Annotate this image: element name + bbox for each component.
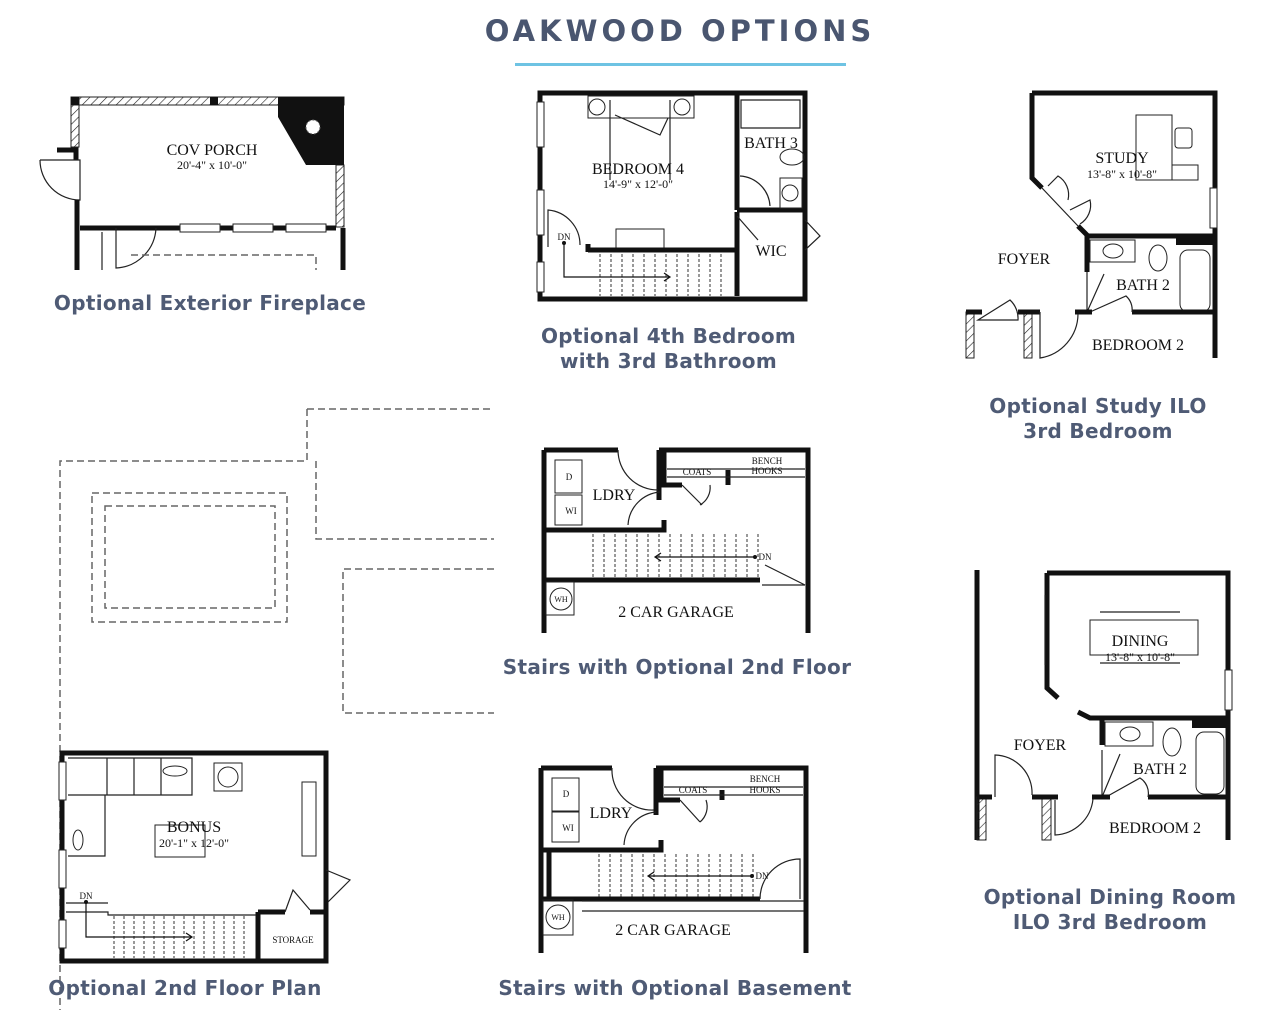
room-size-bedroom-4: 14'-9" x 12'-0" <box>603 177 673 191</box>
caption-line-2: 3rd Bedroom <box>1023 419 1173 443</box>
plan-dining: DINING 13'-8" x 10'-8" BATH 2 FOYER BEDR… <box>974 570 1233 841</box>
stair-down-label: DN <box>759 552 772 562</box>
room-label-bath-2: BATH 2 <box>1116 277 1170 294</box>
room-label-cov-porch: COV PORCH <box>167 142 258 159</box>
room-label-foyer: FOYER <box>1014 737 1067 754</box>
plan-study: STUDY 13'-8" x 10'-8" BATH 2 FOYER BEDRO… <box>965 90 1218 359</box>
room-label-bath-2: BATH 2 <box>1133 761 1187 778</box>
label-coats: COATS <box>679 785 708 795</box>
label-hooks: HOOKS <box>749 785 780 795</box>
caption-line-2: with 3rd Bathroom <box>560 349 777 373</box>
room-label-dining: DINING <box>1112 633 1169 650</box>
room-label-foyer: FOYER <box>998 251 1051 268</box>
label-dryer: D <box>563 789 570 799</box>
plan-stairs-2nd-floor: COATS BENCH HOOKS D WI LDRY DN WH 2 CAR … <box>541 447 811 633</box>
room-size-dining: 13'-8" x 10'-8" <box>1105 650 1175 664</box>
room-label-wic: WIC <box>755 243 786 260</box>
room-size-study: 13'-8" x 10'-8" <box>1087 167 1157 181</box>
label-bench: BENCH <box>750 774 781 784</box>
plan-fourth-bedroom: BATH 3 WIC BEDROOM 4 14'-9" x 12'-0" DN <box>536 90 821 302</box>
label-bench: BENCH <box>752 456 783 466</box>
caption-stairs-basement: Stairs with Optional Basement <box>498 976 852 1000</box>
label-water-heater: WH <box>554 595 568 604</box>
stair-down-label: DN <box>80 891 93 901</box>
plan-second-floor: BONUS 20'-1" x 12'-0" STORAGE DN <box>58 750 352 964</box>
label-washer: WI <box>565 506 577 516</box>
page-title: OAKWOOD OPTIONS <box>484 14 876 48</box>
caption-dining: Optional Dining Room ILO 3rd Bedroom <box>970 885 1250 935</box>
room-label-storage: STORAGE <box>272 935 314 945</box>
label-dryer: D <box>566 472 573 482</box>
stair-down-label: DN <box>558 232 571 242</box>
stair-down-label: DN <box>756 871 769 881</box>
title-underline <box>515 63 846 66</box>
room-label-garage: 2 CAR GARAGE <box>618 604 734 621</box>
room-label-ldry: LDRY <box>590 805 633 822</box>
label-washer: WI <box>562 823 574 833</box>
room-size-bonus: 20'-1" x 12'-0" <box>159 836 229 850</box>
caption-line-1: Optional Study ILO <box>989 394 1207 418</box>
plan-stairs-basement: COATS BENCH HOOKS D WI LDRY DN WH 2 CAR … <box>538 765 809 953</box>
caption-exterior-fireplace: Optional Exterior Fireplace <box>53 291 367 315</box>
caption-study: Optional Study ILO 3rd Bedroom <box>958 394 1238 444</box>
room-label-garage: 2 CAR GARAGE <box>615 922 731 939</box>
caption-line-2: ILO 3rd Bedroom <box>1012 910 1208 934</box>
label-hooks: HOOKS <box>751 466 782 476</box>
label-water-heater: WH <box>551 913 565 922</box>
room-size-cov-porch: 20'-4" x 10'-0" <box>177 158 247 172</box>
room-label-bedroom-2: BEDROOM 2 <box>1109 820 1201 837</box>
room-label-study: STUDY <box>1095 150 1149 167</box>
label-coats: COATS <box>683 467 712 477</box>
room-label-bedroom-2: BEDROOM 2 <box>1092 337 1184 354</box>
room-label-bonus: BONUS <box>167 819 221 836</box>
room-label-ldry: LDRY <box>593 487 636 504</box>
plan-exterior-fireplace: COV PORCH 20'-4" x 10'-0" <box>39 96 346 270</box>
caption-stairs-2nd-floor: Stairs with Optional 2nd Floor <box>502 655 852 679</box>
caption-line-1: Optional 4th Bedroom <box>540 324 796 348</box>
caption-fourth-bedroom: Optional 4th Bedroom with 3rd Bathroom <box>490 324 847 374</box>
caption-line-1: Optional Dining Room <box>983 885 1237 909</box>
room-label-bedroom-4: BEDROOM 4 <box>592 161 684 178</box>
room-label-bath-3: BATH 3 <box>744 135 798 152</box>
caption-second-floor: Optional 2nd Floor Plan <box>48 976 322 1000</box>
plan-dashed-outline <box>59 408 494 1010</box>
